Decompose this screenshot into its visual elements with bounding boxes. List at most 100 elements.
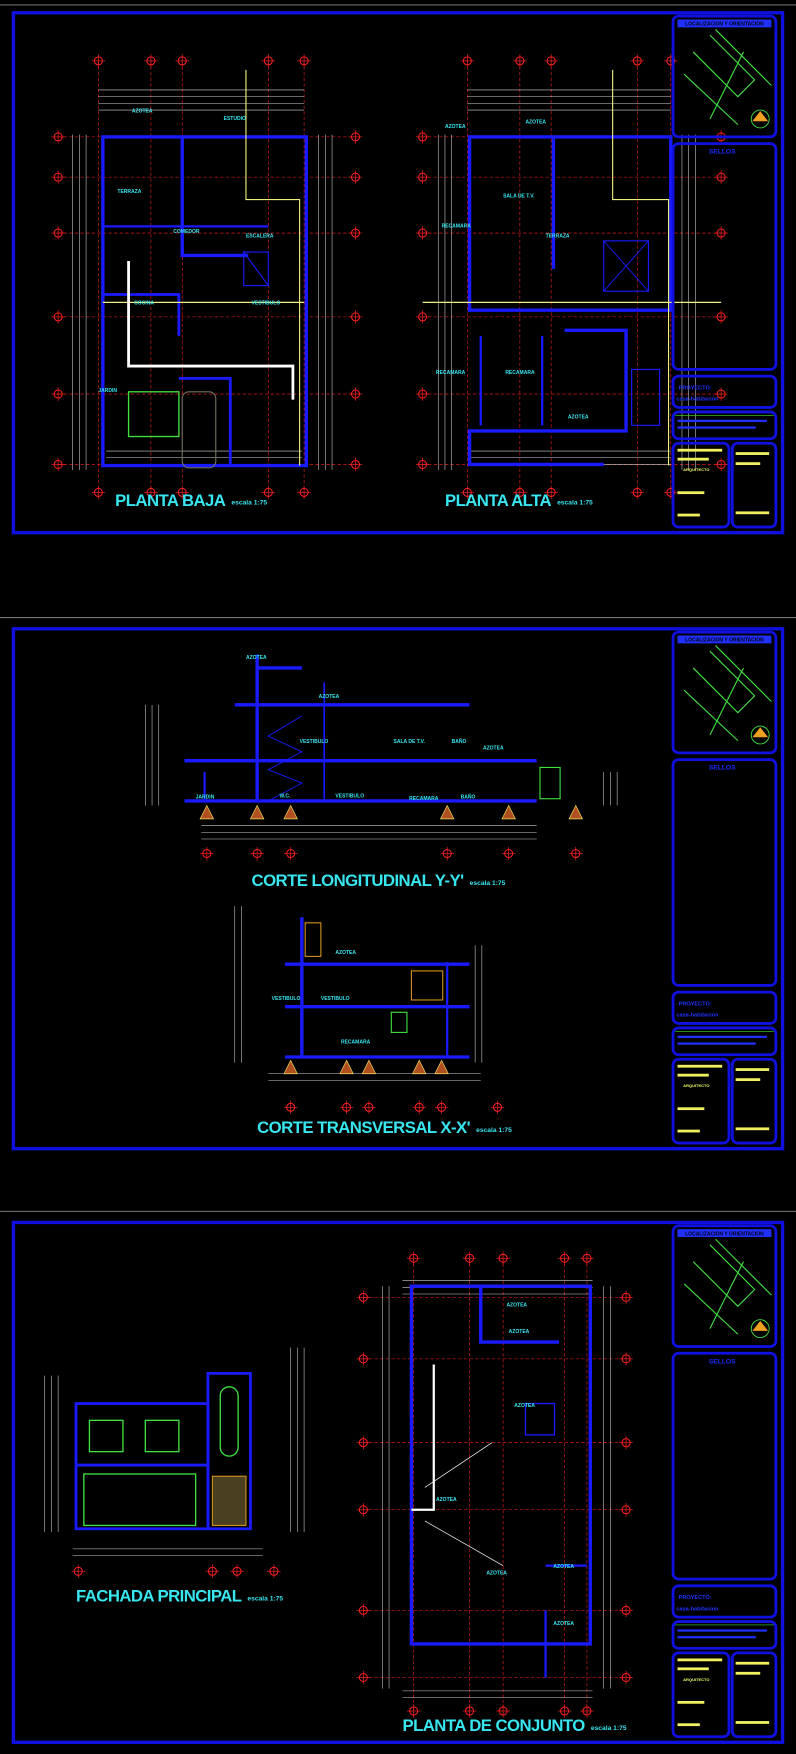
- car-icon: [181, 391, 217, 469]
- sheet-info-box: [730, 441, 778, 529]
- room-label: SALA DE T.V.: [394, 739, 426, 745]
- title-block-field: [677, 457, 709, 461]
- wall: [409, 1284, 592, 1646]
- room-label: SALA DE T.V.: [503, 193, 535, 199]
- drawing-scale: escala 1:75: [470, 880, 506, 887]
- slope-arrow: [424, 1442, 493, 1488]
- site-plan-street: [715, 1238, 772, 1296]
- room-label: BAÑO: [452, 738, 467, 745]
- sheet-3: AZOTEA AZOTEA AZOTEA AZOTEA AZOTEA AZOTE…: [11, 1220, 785, 1744]
- title-block-field: [677, 1700, 705, 1704]
- drain-line: [127, 260, 295, 400]
- drawing-scale: escala 1:75: [231, 500, 267, 507]
- address-text: [677, 1035, 767, 1038]
- footing-icon: [339, 1059, 354, 1075]
- site-plan-street: [709, 667, 744, 736]
- project-label: PROYECTO:: [679, 1002, 712, 1008]
- footing-icon: [283, 1059, 298, 1075]
- title-block: LOCALIZACION Y ORIENTACIONSELLOSPROYECTO…: [671, 1224, 778, 1739]
- drawing-scale: escala 1:75: [557, 500, 593, 507]
- address-text: [677, 419, 767, 422]
- address-box: [671, 1620, 778, 1650]
- project-box: [671, 374, 778, 409]
- location-heading-bg: [677, 635, 772, 644]
- room-label: VESTIBULO: [272, 996, 301, 1002]
- title-block-field: [677, 491, 705, 495]
- title-block-field: [735, 1661, 770, 1665]
- window-icon: [219, 1386, 239, 1457]
- room-label: AZOTEA: [246, 655, 267, 661]
- title-block-field: [735, 1127, 770, 1131]
- floor-plan-planta-alta[interactable]: [415, 54, 728, 500]
- stair-icon: [631, 368, 661, 426]
- project-box: [671, 1584, 778, 1619]
- window-icon: [88, 1419, 124, 1453]
- section-cut-line: [612, 69, 670, 466]
- architect-label: ARQUITECTO: [683, 1677, 709, 1682]
- location-heading: LOCALIZACION Y ORIENTACION: [685, 22, 764, 28]
- north-arrow-icon: [752, 727, 769, 738]
- section-transversal[interactable]: [234, 906, 505, 1115]
- room-label: AZOTEA: [445, 124, 466, 130]
- title-block-field: [677, 1667, 709, 1671]
- address-text: [677, 1636, 756, 1639]
- project-box: [671, 990, 778, 1025]
- drawing-title: CORTE TRANSVERSAL X-X': [257, 1118, 470, 1137]
- location-box: [671, 14, 778, 139]
- section-longitudinal[interactable]: [145, 654, 618, 861]
- floor-plan-planta-baja[interactable]: [51, 54, 363, 500]
- section-cut-line: [245, 69, 301, 466]
- drawing-scale: escala 1:75: [476, 1127, 512, 1134]
- room-label: AZOTEA: [486, 1571, 507, 1577]
- title-block-field: [735, 1078, 761, 1082]
- signature-box: [671, 1057, 731, 1145]
- room-label: VESTIBULO: [321, 996, 350, 1002]
- title-block-field: [677, 1064, 723, 1068]
- garage-door: [83, 1473, 197, 1527]
- stair-icon: [243, 250, 269, 287]
- title-block-field: [677, 513, 700, 517]
- room-label: AZOTEA: [514, 1403, 535, 1409]
- facade-elevation[interactable]: [44, 1347, 305, 1578]
- window-icon: [539, 766, 561, 800]
- slope-arrow: [424, 1520, 504, 1566]
- stair-icon: [603, 240, 649, 292]
- architect-label: ARQUITECTO: [683, 1083, 709, 1088]
- drawing-title: FACHADA PRINCIPAL: [76, 1586, 242, 1605]
- site-plan-lot: [692, 650, 756, 714]
- room-label: AZOTEA: [483, 746, 504, 752]
- cad-line: [603, 240, 649, 292]
- project-name: casa-habitacion: [676, 1606, 719, 1612]
- site-plan-lot: [692, 1244, 756, 1308]
- site-plan-conjunto[interactable]: [356, 1251, 633, 1718]
- door-icon: [211, 1475, 247, 1526]
- title-block-field: [677, 1723, 700, 1727]
- title-block-field: [735, 462, 761, 466]
- project-name: casa-habitacion: [676, 397, 719, 403]
- room-label: TERRAZA: [546, 234, 570, 240]
- wall: [467, 328, 628, 467]
- footing-icon: [199, 804, 215, 820]
- project-name: casa-habitacion: [676, 1013, 719, 1019]
- north-arrow-icon: [752, 111, 769, 122]
- location-heading: LOCALIZACION Y ORIENTACION: [685, 638, 764, 644]
- drawing-title: PLANTA BAJA: [115, 491, 226, 510]
- address-text: [677, 426, 756, 429]
- room-label: ESCALERA: [246, 234, 274, 240]
- room-label: RECAMARA: [409, 796, 439, 802]
- sheet-info-box: [730, 1057, 778, 1145]
- site-plan-street: [715, 29, 772, 86]
- room-label: AZOTEA: [553, 1621, 574, 1627]
- room-label: VESTIBULO: [335, 794, 364, 800]
- stamps-box: [671, 1351, 778, 1581]
- footing-icon: [249, 804, 265, 820]
- title-block-field: [735, 1671, 761, 1675]
- room-label: ESTUDIO: [224, 116, 246, 122]
- stair-icon: [267, 715, 303, 802]
- sheet-frame: [11, 627, 785, 1151]
- room-label: RECAMARA: [341, 1040, 371, 1046]
- title-block: LOCALIZACION Y ORIENTACIONSELLOSPROYECTO…: [671, 14, 778, 529]
- location-box: [671, 1224, 778, 1348]
- site-plan-street: [683, 689, 739, 742]
